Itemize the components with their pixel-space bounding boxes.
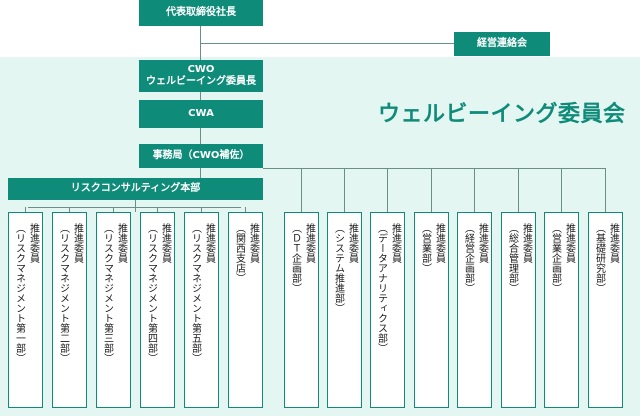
- member-box-risk-management-5: 推進委員 （リスクマネジメント第五部）: [184, 212, 219, 408]
- cwo-label: CWO: [187, 63, 215, 75]
- secretariat-box: 事務局（CWO補佐）: [139, 144, 263, 168]
- member-drop-line: [431, 168, 432, 212]
- member-box-risk-management-4: 推進委員 （リスクマネジメント第四部）: [140, 212, 175, 408]
- member-label: 推進委員 （総合管理部）: [506, 223, 532, 293]
- member-drop-line: [245, 207, 246, 212]
- member-label: 推進委員 （リスクマネジメント第二部）: [57, 223, 83, 363]
- member-box-data-analytics: 推進委員 （データアナリティクス部）: [370, 212, 405, 408]
- member-box-system-promotion: 推進委員 （システム推進部）: [327, 212, 362, 408]
- member-drop-line: [113, 207, 114, 212]
- management-council-label: 経営連絡会: [477, 37, 527, 49]
- cwo-box: CWO ウェルビーイング委員長: [139, 60, 263, 92]
- risk-consulting-hq-box: リスクコンサルティング本部: [8, 178, 263, 200]
- member-label: 推進委員 （リスクマネジメント第三部）: [101, 223, 127, 363]
- cwa-box: CWA: [139, 100, 263, 128]
- management-council-box: 経営連絡会: [454, 32, 550, 56]
- branch-bus-line: [263, 168, 605, 169]
- council-connector: [200, 43, 454, 44]
- member-box-risk-management-1: 推進委員 （リスクマネジメント第一部）: [8, 212, 43, 408]
- member-box-risk-management-2: 推進委員 （リスクマネジメント第二部）: [52, 212, 87, 408]
- member-drop-line: [25, 207, 26, 212]
- cwa-label: CWA: [188, 107, 214, 119]
- hq-member-bus: [28, 207, 241, 208]
- member-label: 推進委員 （関西支店）: [233, 223, 259, 283]
- hq-drop-line: [135, 200, 136, 212]
- committee-title: ウェルビーイング委員会: [378, 102, 626, 127]
- member-label: 推進委員 （営業部）: [419, 223, 445, 273]
- member-drop-line: [301, 168, 302, 212]
- member-label: 推進委員 （リスクマネジメント第一部）: [13, 223, 39, 363]
- member-box-general-administration: 推進委員 （総合管理部）: [501, 212, 536, 408]
- member-drop-line: [474, 168, 475, 212]
- member-label: 推進委員 （リスクマネジメント第四部）: [145, 223, 171, 363]
- member-label: 推進委員 （ＤＴ企画部）: [289, 223, 315, 293]
- cwo-title-label: ウェルビーイング委員長: [146, 76, 256, 87]
- member-label: 推進委員 （経営企画部）: [462, 223, 488, 293]
- member-box-risk-management-3: 推進委員 （リスクマネジメント第三部）: [96, 212, 131, 408]
- member-drop-line: [387, 168, 388, 212]
- member-label: 推進委員 （システム推進部）: [332, 223, 358, 313]
- secretariat-label: 事務局（CWO補佐）: [152, 149, 250, 161]
- member-drop-line: [561, 168, 562, 212]
- member-box-sales: 推進委員 （営業部）: [414, 212, 449, 408]
- member-drop-line: [157, 207, 158, 212]
- member-drop-line: [201, 207, 202, 212]
- president-box: 代表取締役社長: [139, 0, 263, 26]
- member-drop-line: [69, 207, 70, 212]
- member-label: 推進委員 （基礎研究部）: [593, 223, 619, 293]
- member-label: 推進委員 （データアナリティクス部）: [375, 223, 401, 353]
- member-drop-line: [518, 168, 519, 212]
- member-box-dt-planning: 推進委員 （ＤＴ企画部）: [284, 212, 319, 408]
- member-drop-line: [605, 168, 606, 212]
- member-drop-line: [344, 168, 345, 212]
- member-label: 推進委員 （リスクマネジメント第五部）: [189, 223, 215, 363]
- member-box-basic-research: 推進委員 （基礎研究部）: [588, 212, 623, 408]
- member-box-sales-planning: 推進委員 （営業企画部）: [544, 212, 579, 408]
- member-box-kansai-branch: 推進委員 （関西支店）: [228, 212, 263, 408]
- president-label: 代表取締役社長: [166, 6, 236, 18]
- member-box-corporate-planning: 推進委員 （経営企画部）: [457, 212, 492, 408]
- member-label: 推進委員 （営業企画部）: [549, 223, 575, 293]
- risk-consulting-hq-label: リスクコンサルティング本部: [70, 182, 201, 194]
